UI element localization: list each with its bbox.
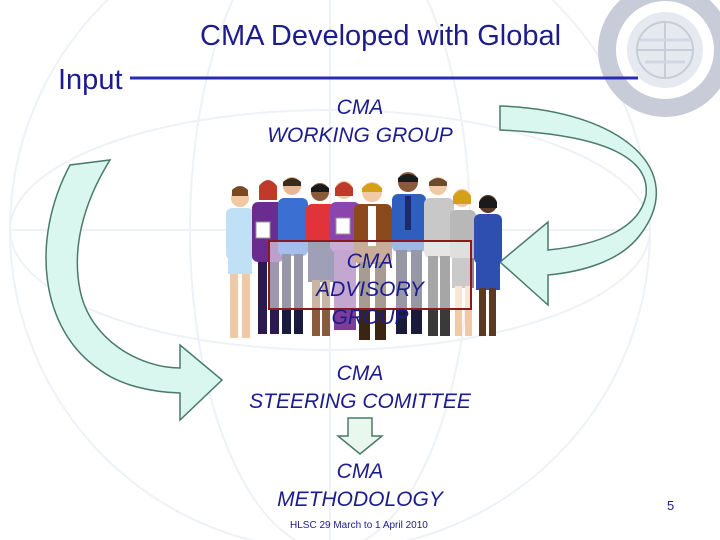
- steering-committee-label: CMA STEERING COMITTEE: [220, 360, 500, 416]
- icao-emblem-icon: [598, 0, 720, 117]
- working-group-line-2: WORKING GROUP: [267, 124, 453, 147]
- advisory-group-line-2: ADVISORY: [316, 278, 424, 301]
- methodology-line-1: CMA: [336, 460, 384, 483]
- slide-footer: HLSC 29 March to 1 April 2010: [290, 520, 428, 531]
- steering-committee-line-1: CMA: [336, 362, 384, 385]
- slide-title-continued: Input: [58, 64, 123, 96]
- curved-arrow-right: [498, 105, 658, 307]
- down-arrow: [335, 417, 385, 455]
- advisory-group-label: CMA ADVISORY GROUP: [268, 248, 472, 332]
- person-figure-icon: [226, 186, 254, 338]
- working-group-line-1: CMA: [336, 96, 384, 119]
- advisory-group-line-1: CMA: [346, 250, 394, 273]
- steering-committee-line-2: STEERING COMITTEE: [249, 390, 471, 413]
- page-number: 5: [667, 498, 675, 513]
- curved-arrow-left: [45, 159, 224, 422]
- working-group-label: CMA WORKING GROUP: [240, 94, 480, 150]
- slide-title: CMA Developed with Global: [200, 20, 562, 52]
- methodology-label: CMA METHODOLOGY: [240, 458, 480, 514]
- methodology-line-2: METHODOLOGY: [277, 488, 443, 511]
- person-figure-icon: [474, 195, 502, 336]
- advisory-group-box: [268, 240, 472, 310]
- advisory-group-line-3: GROUP: [331, 306, 409, 329]
